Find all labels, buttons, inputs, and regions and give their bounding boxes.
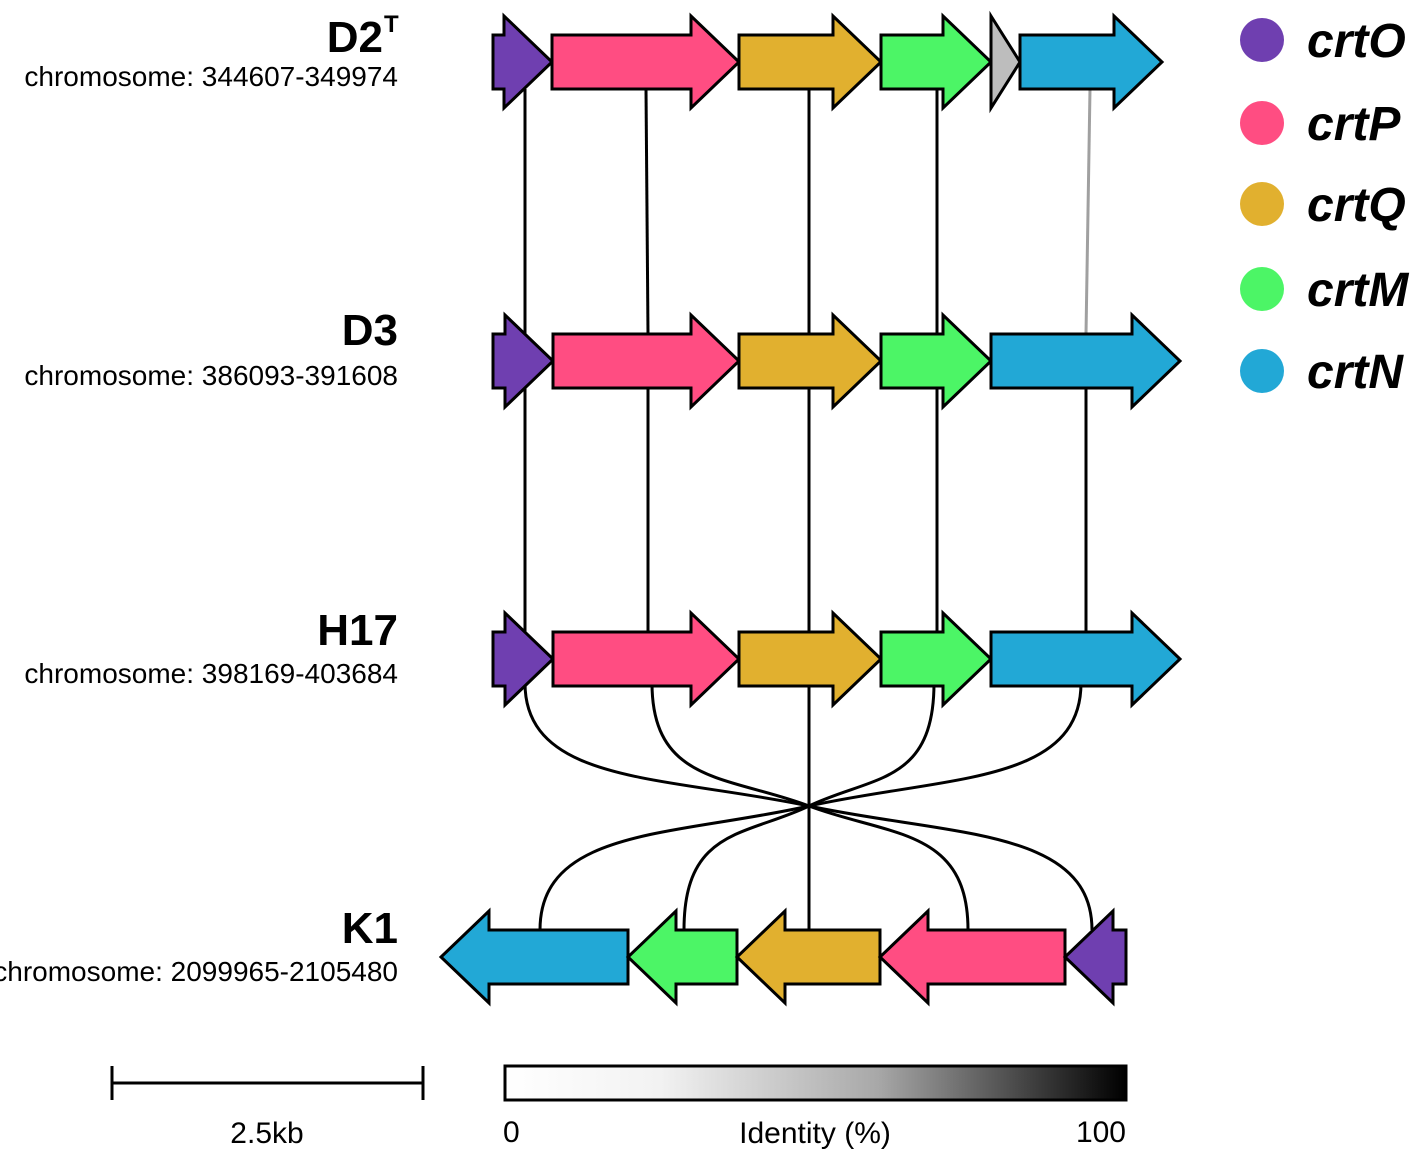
link-crtP-d2-d3 (644, 88, 650, 335)
legend: crtO crtP crtQ crtM crtN (1240, 15, 1409, 399)
gene-arrow-crtM-k1 (625, 907, 739, 1007)
track-k1 (438, 907, 1128, 1007)
gene-arrow-crtO-k1 (1062, 907, 1128, 1007)
gene-arrow-crtM-d2 (879, 12, 994, 112)
gene-arrow-other-d2 (989, 10, 1022, 114)
track-h17 (491, 609, 1183, 709)
gene-arrow-crtQ-h17 (737, 609, 884, 709)
track-location-k1: chromosome: 2099965-2105480 (0, 956, 398, 987)
gene-arrow-crtN-h17 (989, 609, 1183, 709)
gene-arrows (438, 10, 1183, 1007)
legend-label-crtQ: crtQ (1307, 179, 1406, 232)
gene-arrow-crtN-k1 (438, 907, 630, 1007)
identity-min-label: 0 (503, 1116, 520, 1149)
link-crtN-d2-d3 (1084, 88, 1092, 335)
legend-swatch-crtO (1240, 18, 1284, 62)
track-label-h17: H17 chromosome: 398169-403684 (24, 606, 398, 689)
legend-label-crtO: crtO (1307, 15, 1406, 68)
track-superscript-d2: T (384, 11, 399, 38)
legend-swatch-crtN (1240, 349, 1284, 393)
track-location-h17: chromosome: 398169-403684 (24, 658, 398, 689)
track-name-k1: K1 (342, 904, 398, 953)
track-d3 (491, 311, 1183, 411)
legend-swatch-crtP (1240, 101, 1284, 145)
identity-colorbar: 0 Identity (%) 100 (503, 1064, 1128, 1150)
link-crtN-h17-k1 (538, 682, 1083, 931)
gene-arrow-crtP-d3 (551, 311, 742, 411)
track-location-d3: chromosome: 386093-391608 (24, 360, 398, 391)
gene-arrow-crtO-d2 (491, 12, 555, 112)
gene-arrow-crtP-d2 (550, 12, 742, 112)
identity-title: Identity (%) (739, 1117, 891, 1150)
track-label-k1: K1 chromosome: 2099965-2105480 (0, 904, 398, 987)
synteny-links (523, 88, 1094, 931)
track-name-d2: D2 (327, 13, 383, 62)
gene-arrow-crtM-h17 (879, 609, 994, 709)
gene-arrow-crtN-d3 (989, 311, 1183, 411)
track-label-d3: D3 chromosome: 386093-391608 (24, 306, 398, 391)
track-label-d2: D2 T chromosome: 344607-349974 (24, 11, 399, 92)
gene-arrow-crtM-d3 (879, 311, 994, 411)
identity-gradient (503, 1064, 1128, 1102)
track-d2 (491, 10, 1165, 114)
gene-arrow-crtO-h17 (491, 609, 556, 709)
identity-max-label: 100 (1076, 1116, 1126, 1149)
track-name-d3: D3 (342, 306, 398, 355)
track-name-h17: H17 (317, 606, 398, 655)
gene-arrow-crtN-d2 (1018, 12, 1165, 112)
gene-arrow-crtQ-k1 (734, 907, 882, 1007)
gene-arrow-crtO-d3 (491, 311, 556, 411)
track-location-d2: chromosome: 344607-349974 (24, 61, 398, 92)
legend-swatch-crtQ (1240, 182, 1284, 226)
gene-arrow-crtP-k1 (877, 907, 1067, 1007)
scale-bar-label: 2.5kb (230, 1117, 303, 1150)
legend-label-crtP: crtP (1307, 98, 1401, 151)
legend-label-crtM: crtM (1307, 264, 1409, 317)
scale-bar: 2.5kb (110, 1066, 425, 1150)
gene-arrow-crtP-h17 (551, 609, 742, 709)
legend-swatch-crtM (1240, 267, 1284, 311)
gene-arrow-crtQ-d3 (737, 311, 884, 411)
legend-label-crtN: crtN (1307, 346, 1404, 399)
gene-arrow-crtQ-d2 (737, 12, 884, 112)
